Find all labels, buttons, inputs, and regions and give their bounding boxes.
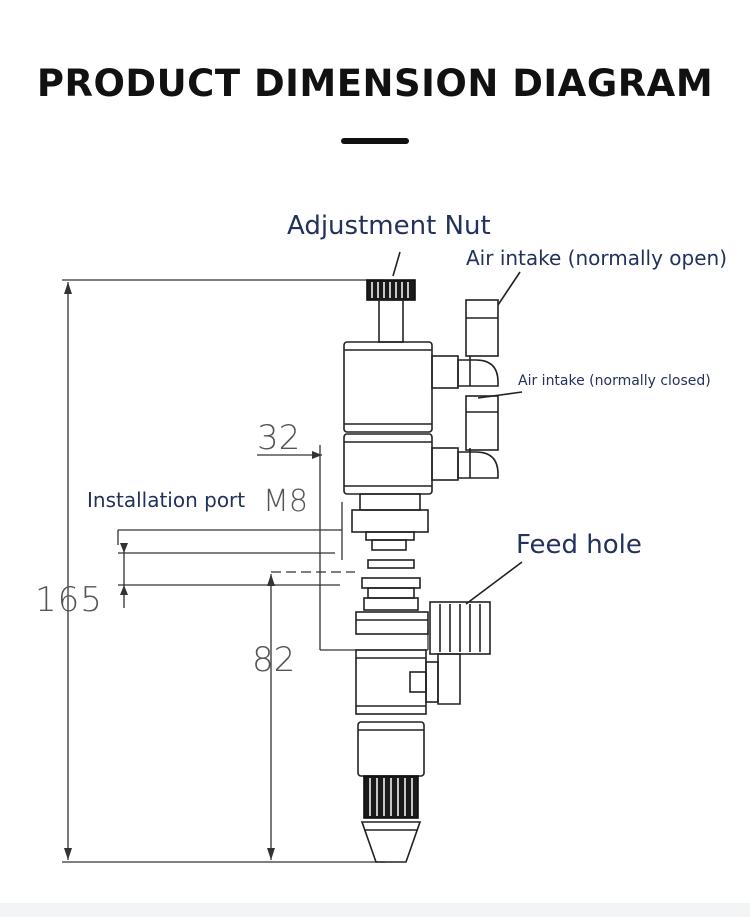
dimension-32: 32 (257, 418, 301, 458)
knurled-ring (363, 775, 419, 819)
dimension-82: 82 (252, 640, 296, 680)
title-underline (341, 138, 409, 144)
label-installation-port: Installation port (87, 488, 246, 512)
label-air-intake-open: Air intake (normally open) (466, 246, 728, 270)
callout-leaders (392, 251, 523, 605)
feed-hole-fitting (425, 601, 491, 705)
dimension-m8: M8 (263, 484, 308, 519)
feed-body (355, 649, 427, 715)
adjust-stem (378, 299, 404, 343)
dimension-82-lines (267, 571, 355, 860)
label-feed-hole: Feed hole (516, 530, 642, 560)
installation-port-lines (117, 502, 343, 608)
dimension-165: 165 (35, 580, 103, 620)
m8-mount-section (351, 493, 429, 551)
elbow-fitting-upper (431, 299, 499, 389)
nozzle-tip (360, 821, 422, 863)
needle-sleeve (357, 721, 425, 777)
bottom-band (0, 903, 750, 917)
elbow-fitting-lower (431, 395, 499, 481)
label-adjustment-nut: Adjustment Nut (287, 211, 491, 241)
upper-cylinder (343, 341, 433, 433)
lower-cylinder (343, 433, 433, 495)
nut-stack (355, 559, 429, 635)
adjustment-nut-shape (366, 279, 416, 301)
dimension-165-lines (62, 279, 385, 863)
page-title: PRODUCT DIMENSION DIAGRAM (36, 62, 714, 105)
label-air-intake-closed: Air intake (normally closed) (518, 373, 711, 389)
